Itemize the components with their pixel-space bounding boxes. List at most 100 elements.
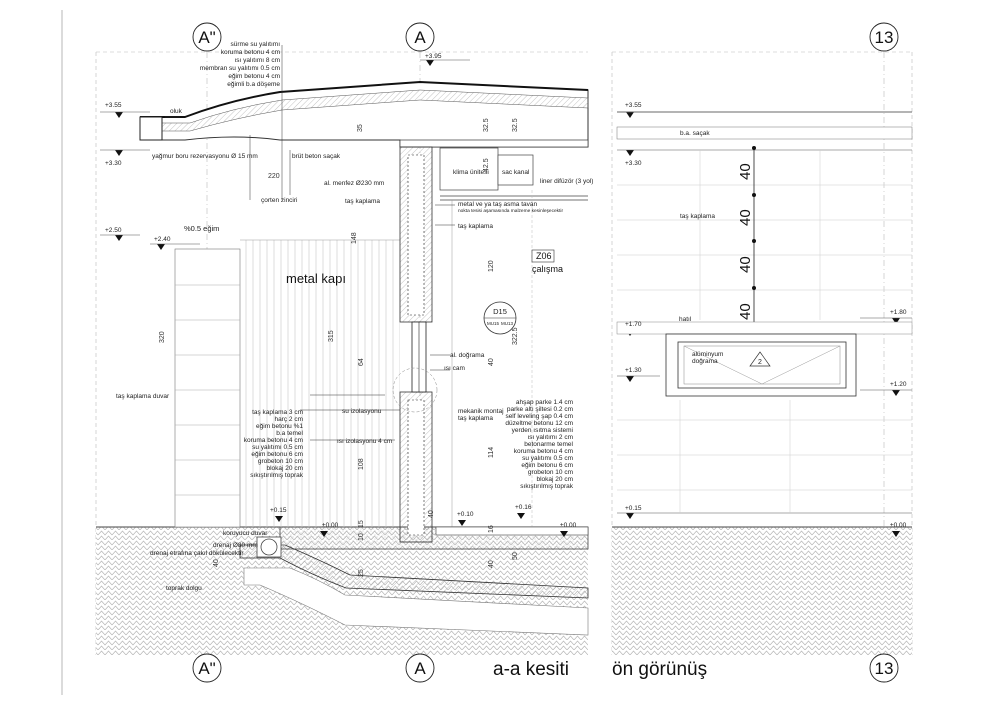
label-wall: taş kaplama duvar	[116, 393, 170, 400]
z06-tag	[531, 249, 555, 263]
ceiling-band	[399, 139, 589, 148]
drain-circle	[260, 538, 278, 556]
svg-text:ısı yalıtımı 8 cm: ısı yalıtımı 8 cm	[234, 57, 280, 64]
room-name: çalışma	[532, 264, 563, 274]
front-saçak-band	[616, 126, 913, 140]
label-toprak: toprak dolgu	[166, 585, 202, 592]
label-al-dograma: al. doğrama	[450, 352, 485, 359]
svg-text:+3.30: +3.30	[625, 160, 642, 167]
svg-text:koruma betonu 4 cm: koruma betonu 4 cm	[221, 49, 280, 56]
svg-text:grobeton 10 cm: grobeton 10 cm	[528, 469, 573, 476]
svg-text:+3.95: +3.95	[425, 53, 442, 60]
roof-layer-list: sürme su yalıtımı koruma betonu 4 cm ısı…	[200, 41, 281, 88]
svg-text:15: 15	[358, 520, 365, 528]
label-oluk: oluk	[170, 108, 183, 115]
label-isi-izolasyonu: ısı izolasyonu 4 cm	[337, 438, 392, 445]
front-slab-edge	[435, 526, 589, 536]
svg-text:+3.30: +3.30	[105, 160, 122, 167]
label-koruyucu: koruyucu duvar	[223, 530, 268, 537]
ac-duct	[497, 154, 534, 186]
svg-text:+0.10: +0.10	[457, 511, 474, 518]
window-opening-marker	[683, 345, 841, 385]
svg-text:±0.00: ±0.00	[890, 522, 907, 529]
svg-text:32.5: 32.5	[483, 118, 490, 132]
svg-text:108: 108	[358, 458, 365, 470]
front-window-number: 2	[758, 359, 762, 366]
label-mekanik: mekanik montaj	[458, 408, 504, 415]
svg-text:grobeton 10 cm: grobeton 10 cm	[258, 458, 303, 465]
label-rain-pipe: yağmur boru rezervasyonu Ø 15 mm	[152, 153, 258, 160]
label-sac-kanal: sac kanal	[502, 169, 530, 176]
axis-label-top-a2: A"	[198, 28, 215, 47]
svg-text:25: 25	[358, 569, 365, 577]
svg-text:+3.55: +3.55	[625, 102, 642, 109]
roof-membrane	[140, 80, 589, 118]
svg-text:eğim betonu %1: eğim betonu %1	[256, 423, 303, 430]
svg-text:eğim betonu 6 cm: eğim betonu 6 cm	[251, 451, 303, 458]
front-view-title: ön görünüş	[612, 659, 707, 680]
label-tas-kaplama-3: taş kaplama	[458, 415, 493, 422]
label-brut: brüt beton saçak	[292, 153, 341, 160]
front-aluminyum-label: alüminyum	[692, 351, 723, 358]
detail-mu15: MU15	[487, 321, 500, 326]
svg-text:64: 64	[358, 358, 365, 366]
svg-text:+2.40: +2.40	[154, 236, 171, 243]
front-dim-40-3: 40	[737, 256, 754, 273]
stone-wall	[174, 248, 241, 528]
svg-text:10: 10	[358, 533, 365, 541]
label-drenaj: drenaj Ø80 mm	[213, 542, 258, 549]
axis-label-bottom-13: 13	[875, 659, 894, 678]
svg-text:düzeltme betonu 12 cm: düzeltme betonu 12 cm	[505, 420, 573, 427]
front-tas-label: taş kaplama	[680, 213, 715, 220]
svg-text:blokaj 20 cm: blokaj 20 cm	[537, 476, 574, 483]
label-asma-tavan: metal ve ya taş asma tavan	[458, 201, 538, 208]
front-dim-40-1: 40	[737, 163, 754, 180]
label-corten: çorten zinciri	[261, 197, 297, 204]
svg-text:+2.50: +2.50	[105, 227, 122, 234]
svg-text:parke altı şiltesi 0.2 cm: parke altı şiltesi 0.2 cm	[507, 406, 573, 413]
label-slope: %0.5 eğim	[184, 224, 219, 233]
svg-text:+0.15: +0.15	[625, 505, 642, 512]
svg-text:+3.55: +3.55	[105, 102, 122, 109]
frames	[95, 51, 913, 655]
front-sacak-label: b.a. saçak	[680, 130, 710, 137]
label-tas-kaplama-2: taş kaplama	[458, 223, 493, 230]
svg-text:sıkıştırılmış toprak: sıkıştırılmış toprak	[520, 483, 573, 490]
svg-text:sıkıştırılmış toprak: sıkıştırılmış toprak	[250, 472, 303, 479]
svg-text:315: 315	[328, 330, 335, 342]
svg-text:42.5: 42.5	[483, 158, 490, 172]
level-markers	[115, 60, 900, 537]
svg-text:blokaj 20 cm: blokaj 20 cm	[267, 465, 304, 472]
svg-text:+0.16: +0.16	[515, 504, 532, 511]
floor-layer-list-left: taş kaplama 3 cm harç 2 cm eğim betonu %…	[244, 409, 304, 479]
label-metal-door: metal kapı	[286, 271, 346, 286]
metal-door-area	[240, 240, 400, 527]
label-su-izolasyonu: su izolasyonu	[342, 408, 382, 415]
svg-text:betonarme temel: betonarme temel	[524, 441, 573, 448]
svg-text:35: 35	[357, 124, 364, 132]
axis-label-top-13: 13	[875, 28, 894, 47]
svg-text:sürme su yalıtımı: sürme su yalıtımı	[231, 41, 281, 48]
label-drenaj-cakil: drenaj etrafına çakıl dökülecektir	[150, 550, 244, 557]
svg-text:+1.30: +1.30	[625, 367, 642, 374]
front-hatil	[616, 321, 913, 335]
svg-text:40: 40	[488, 560, 495, 568]
svg-text:40: 40	[488, 358, 495, 366]
gutter	[139, 116, 163, 141]
axis-label-bottom-a2: A"	[198, 659, 215, 678]
svg-text:harç 2 cm: harç 2 cm	[274, 416, 303, 423]
svg-text:+1.80: +1.80	[890, 309, 907, 316]
axis-label-top-a: A	[414, 28, 426, 47]
svg-text:eğim betonu 4 cm: eğim betonu 4 cm	[228, 73, 280, 80]
lower-wall-insul	[407, 399, 425, 536]
front-stone-grid	[617, 150, 912, 513]
svg-text:114: 114	[488, 447, 495, 458]
svg-text:+1.20: +1.20	[890, 381, 907, 388]
svg-text:self leveling şap 0.4 cm: self leveling şap 0.4 cm	[505, 413, 573, 420]
front-dim-40-2: 40	[737, 209, 754, 226]
floor-layer-list-right: ahşap parke 1.4 cm parke altı şiltesi 0.…	[505, 399, 573, 490]
label-klima: klima ünitesi	[453, 169, 489, 176]
ac-unit	[439, 147, 499, 191]
axis-label-bottom-a: A	[414, 659, 426, 678]
